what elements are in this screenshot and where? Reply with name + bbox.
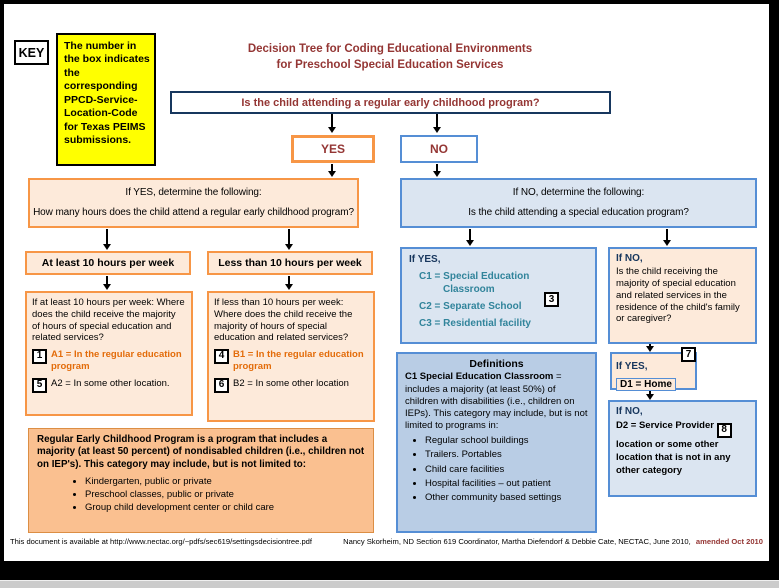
option-c1: C1 = Special Education Classroom [419, 271, 530, 295]
arrow-to-at-least [102, 229, 111, 250]
less-than-10-box: Less than 10 hours per week [207, 251, 373, 275]
no-determine-line1: If NO, determine the following: [512, 187, 645, 198]
option-a1-row: 1 A1 = In the regular education program [32, 349, 186, 373]
option-c2: C2 = Separate School [419, 301, 522, 312]
key-box: KEY [14, 40, 49, 65]
residence-question: Is the child receiving the majority of s… [616, 265, 740, 325]
code-box-6: 6 [214, 377, 229, 393]
code-box-1: 1 [32, 349, 47, 365]
footer-credits-group: Nancy Skorheim, ND Section 619 Coordinat… [343, 537, 763, 546]
footer-url: This document is available at http://www… [10, 537, 313, 546]
yes-determine-line1: If YES, determine the following: [125, 187, 262, 198]
arrow-root-to-no [432, 114, 441, 133]
title-line-2: for Preschool Special Education Services [276, 58, 504, 71]
no-label: NO [430, 142, 448, 156]
code-box-8: 8 [716, 422, 732, 438]
code-box-5: 5 [32, 377, 47, 393]
no-determine-line2: Is the child attending a special educati… [468, 207, 689, 218]
window-bottom-strip [0, 580, 779, 588]
d2-text-part2: location or some other location that is … [616, 438, 731, 477]
definitions-body: = includes a majority (at least 50%) of … [405, 371, 588, 432]
arrow-to-d2 [645, 391, 654, 400]
recp-note-box: Regular Early Childhood Program is a pro… [28, 428, 374, 533]
recp-bullet: Group child development center or child … [85, 502, 365, 513]
yes-box: YES [291, 135, 375, 163]
d1-if-yes-label: If YES, [616, 361, 648, 372]
code-box-4: 4 [214, 349, 229, 365]
less-than-question: If less than 10 hours per week: Where do… [214, 297, 353, 344]
less-than-detail-box: If less than 10 hours per week: Where do… [207, 291, 375, 422]
option-a2: A2 = In some other location. [51, 377, 170, 389]
key-label: KEY [18, 45, 45, 60]
definition-bullet: Other community based settings [425, 492, 588, 504]
recp-bullet: Preschool classes, public or private [85, 489, 365, 500]
definition-bullet: Hospital facilities – out patient [425, 478, 588, 490]
arrow-root-to-yes [327, 114, 336, 133]
recp-bullet: Kindergarten, public or private [85, 476, 365, 487]
at-least-detail-box: If at least 10 hours per week: Where doe… [25, 291, 193, 416]
option-b1: B1 = In the regular education program [233, 349, 364, 372]
if-yes-c-box: If YES, C1 = Special Education Classroom… [400, 247, 597, 344]
arrow-to-at-least-detail [102, 276, 111, 290]
arrow-yes-to-determine [327, 164, 336, 177]
root-question: Is the child attending a regular early c… [241, 96, 540, 109]
less-than-10-label: Less than 10 hours per week [218, 257, 362, 269]
at-least-10-label: At least 10 hours per week [41, 257, 175, 269]
d2-if-no-label: If NO, [616, 406, 643, 417]
arrow-no-to-determine [432, 164, 441, 177]
footer: This document is available at http://www… [10, 537, 763, 546]
recp-intro: Regular Early Childhood Program is a pro… [37, 434, 365, 470]
if-yes-label: If YES, [409, 254, 441, 265]
definitions-title: Definitions [469, 358, 524, 370]
yes-label: YES [320, 142, 345, 156]
title-line-1: Decision Tree for Coding Educational Env… [247, 43, 533, 55]
d2-text: D2 = Service Provider 8 location or some… [616, 419, 749, 477]
option-b2: B2 = In some other location [233, 377, 349, 389]
diagram-title: Decision Tree for Coding Educational Env… [180, 42, 600, 73]
code-box-7: 7 [681, 347, 696, 362]
option-c3: C3 = Residential facility [419, 318, 531, 329]
if-no-label: If NO, [616, 253, 643, 264]
code-box-3: 3 [544, 292, 559, 307]
definitions-term: C1 Special Education Classroom [405, 371, 554, 383]
no-box: NO [400, 135, 478, 163]
d1-value: D1 = Home [616, 378, 676, 391]
if-no-residence-box: If NO, Is the child receiving the majori… [608, 247, 757, 344]
definition-bullet: Regular school buildings [425, 435, 588, 447]
definition-bullet: Trailers. Portables [425, 449, 588, 461]
at-least-10-box: At least 10 hours per week [25, 251, 191, 275]
footer-amended: amended Oct 2010 [695, 537, 763, 546]
option-b1-row: 4 B1 = In the regular education program [214, 349, 368, 373]
definition-bullet: Child care facilities [425, 464, 588, 476]
recp-bullet-list: Kindergarten, public or private Preschoo… [37, 476, 365, 513]
definitions-box: Definitions C1 Special Education Classro… [396, 352, 597, 533]
definitions-bullet-list: Regular school buildings Trailers. Porta… [405, 435, 588, 504]
key-note: The number in the box indicates the corr… [56, 33, 156, 166]
root-question-box: Is the child attending a regular early c… [170, 91, 611, 114]
arrow-to-less-than [284, 229, 293, 250]
d2-box: If NO, D2 = Service Provider 8 location … [608, 400, 757, 497]
arrow-to-c-box [465, 229, 474, 246]
at-least-question: If at least 10 hours per week: Where doe… [32, 297, 185, 344]
c-options: C1 = Special Education Classroom C2 = Se… [419, 270, 564, 330]
definitions-paragraph: C1 Special Education Classroom = include… [405, 371, 588, 432]
option-a2-row: 5 A2 = In some other location. [32, 377, 186, 393]
yes-determine-line2: How many hours does the child attend a r… [33, 207, 354, 218]
no-determine-box: If NO, determine the following: Is the c… [400, 178, 757, 228]
footer-credits: Nancy Skorheim, ND Section 619 Coordinat… [343, 537, 691, 546]
d2-text-part1: D2 = Service Provider [616, 420, 714, 431]
arrow-to-d1 [645, 344, 654, 352]
option-b2-row: 6 B2 = In some other location [214, 377, 368, 393]
option-a1: A1 = In the regular education program [51, 349, 182, 372]
arrow-to-residence-box [662, 229, 671, 246]
arrow-to-less-than-detail [284, 276, 293, 290]
yes-determine-box: If YES, determine the following: How man… [28, 178, 359, 228]
